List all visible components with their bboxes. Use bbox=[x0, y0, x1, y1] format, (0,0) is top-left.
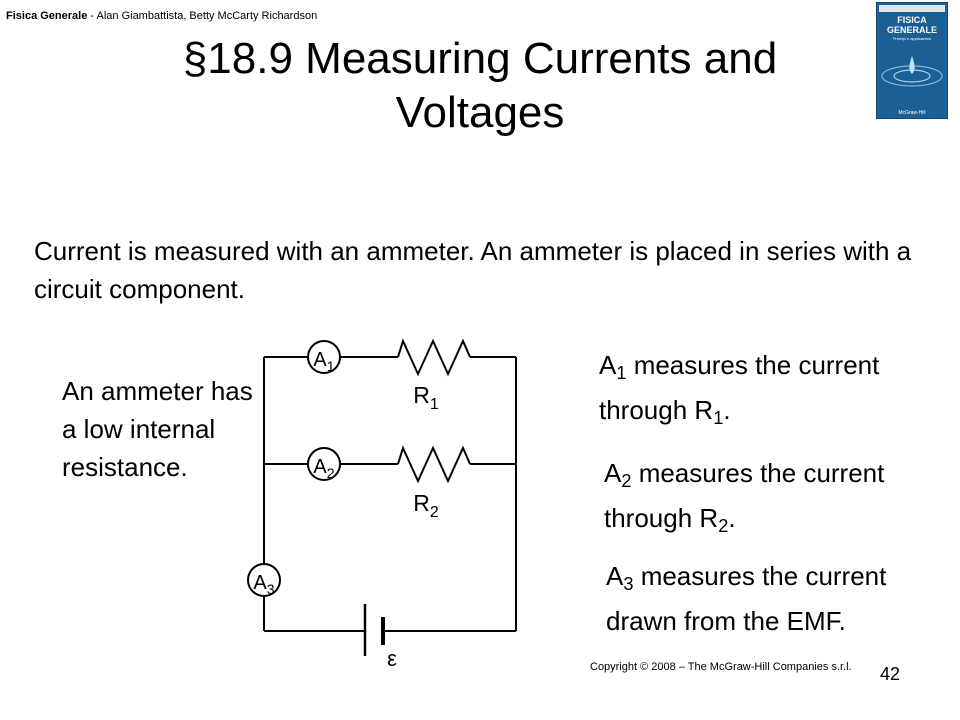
note-a3: A3 measures the current drawn from the E… bbox=[606, 561, 887, 637]
book-name: Fisica Generale bbox=[6, 10, 88, 22]
ammeter-a2 bbox=[307, 447, 341, 481]
ammeter-resistance-note: An ammeter has a low internal resistance… bbox=[62, 376, 253, 482]
resistor-r1 bbox=[397, 338, 471, 377]
book-authors: - Alan Giambattista, Betty McCarty Richa… bbox=[87, 10, 318, 22]
ammeter-a3 bbox=[247, 563, 281, 597]
header-credit: Fisica Generale - Alan Giambattista, Bet… bbox=[6, 10, 317, 22]
ammeter-a2-label: A2 bbox=[313, 456, 334, 481]
page-number: 42 bbox=[880, 664, 901, 684]
intro-text: Current is measured with an ammeter. An … bbox=[34, 236, 912, 304]
cover-publisher: McGraw-Hill bbox=[898, 110, 925, 116]
note-a2: A2 measures the current through R2. bbox=[604, 458, 885, 537]
cover-title-2: GENERALE bbox=[887, 25, 937, 35]
emf-symbol: ε bbox=[387, 646, 397, 671]
cover-subtitle: Principi e applicazioni bbox=[893, 36, 932, 41]
resistor-r2 bbox=[397, 445, 471, 484]
ammeter-a1-label: A1 bbox=[313, 349, 334, 374]
slide-title: §18.9 Measuring Currents and Voltages bbox=[182, 34, 778, 137]
book-cover-image: FISICA GENERALE Principi e applicazioni … bbox=[876, 2, 948, 119]
ammeter-a3-label: A3 bbox=[253, 572, 274, 597]
resistor-r1-label: R1 bbox=[413, 382, 439, 413]
copyright-text: Copyright © 2008 – The McGraw-Hill Compa… bbox=[590, 661, 852, 673]
ammeter-a1 bbox=[307, 340, 341, 374]
note-a1: A1 measures the current through R1. bbox=[599, 350, 880, 429]
cover-title-1: FISICA bbox=[897, 15, 927, 25]
resistor-r2-label: R2 bbox=[413, 490, 439, 521]
